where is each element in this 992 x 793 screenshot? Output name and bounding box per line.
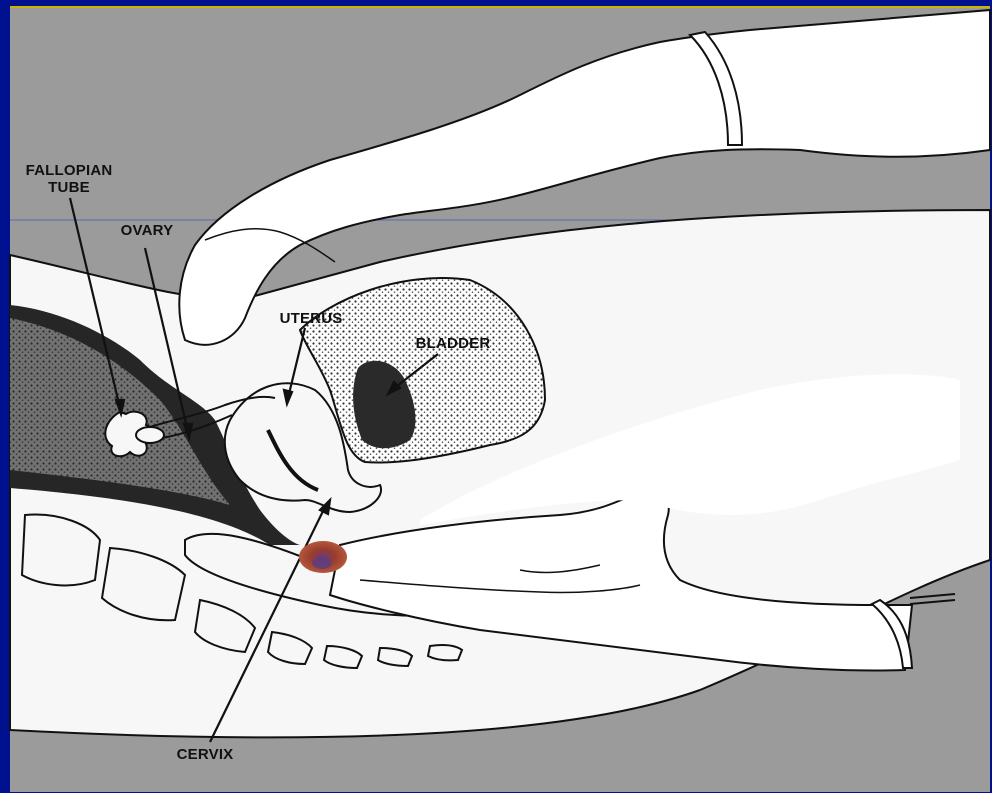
glove-strap: [910, 600, 955, 604]
label-ovary: OVARY: [104, 222, 190, 239]
specimen-core: [312, 557, 332, 569]
ovary: [136, 427, 164, 443]
label-fallopian-tube: FALLOPIAN TUBE: [14, 162, 124, 196]
vertebra: [428, 645, 462, 660]
label-uterus: UTERUS: [266, 310, 356, 327]
label-bladder: BLADDER: [398, 335, 508, 352]
label-fallopian-tube-text: FALLOPIAN TUBE: [26, 162, 113, 196]
glove-strap: [910, 594, 955, 598]
label-cervix: CERVIX: [162, 746, 248, 763]
